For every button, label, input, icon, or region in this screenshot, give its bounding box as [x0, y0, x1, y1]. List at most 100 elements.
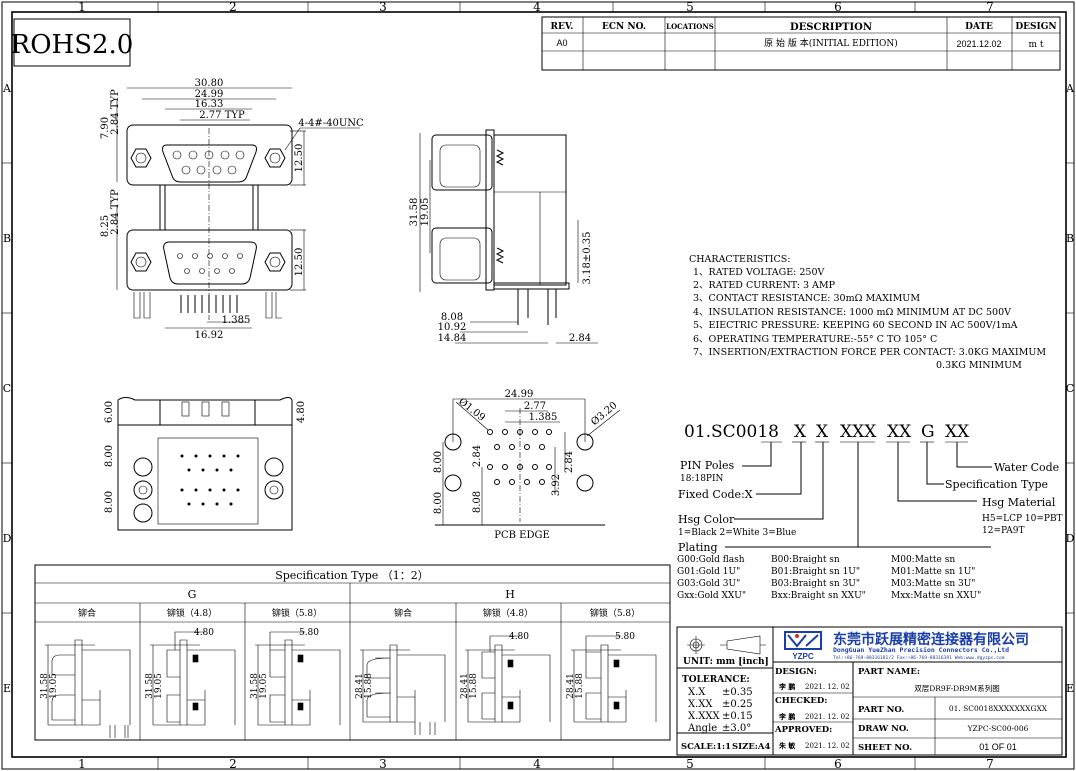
dim-8-08-pcb: 8.08	[472, 491, 483, 513]
spec-dim-top: 5.80	[615, 632, 635, 642]
hsg-material-values: H5=LCP 10=PBT	[982, 514, 1063, 524]
dim-24-99-pcb: 24.99	[505, 389, 534, 400]
dim-31-58: 31.58	[409, 198, 420, 227]
spec-drawing-h-riveted	[360, 644, 446, 735]
svg-text:6: 6	[834, 757, 842, 771]
scale-label: SCALE:1:1	[681, 742, 731, 752]
characteristic-item-cont: 0.3KG MINIMUM	[936, 360, 1022, 371]
spec-drawing-g-riveted	[45, 639, 131, 738]
part-name-label: PART NAME:	[858, 667, 920, 677]
spec-column-header: 铆锁（5.8）	[590, 607, 640, 619]
part-no-label: PART NO.	[858, 705, 904, 715]
tolerance-key: X.XXX	[688, 711, 721, 722]
svg-text:G00:Gold flash: G00:Gold flash	[677, 555, 745, 565]
tolerance-value: ±0.25	[722, 699, 753, 710]
svg-text:7: 7	[986, 757, 994, 771]
svg-text:G01:Gold 1U": G01:Gold 1U"	[677, 567, 740, 577]
hsg-color-values: 1=Black 2=White 3=Blue	[678, 528, 796, 538]
ecn-header: ECN NO.	[602, 22, 646, 32]
dim-2-84: 2.84	[569, 333, 591, 344]
spec-dim-top: 4.80	[509, 632, 529, 642]
svg-text:M00:Matte sn: M00:Matte sn	[891, 555, 955, 565]
hex-nut-icon	[264, 252, 286, 272]
dim-hole-small: Ø1.09	[456, 396, 487, 423]
spec-table-title: Specification Type （1：2）	[275, 569, 429, 582]
part-code-breakdown: 01.SC0018 X X XXX XX G XX PIN Poles 18:1…	[677, 422, 1063, 601]
svg-text:Mxx:Matte sn XXU": Mxx:Matte sn XXU"	[891, 591, 981, 601]
projection-symbol-icon	[687, 635, 766, 655]
revision-table: REV. ECN NO. LOCATIONS DESCRIPTION DATE …	[541, 16, 1061, 71]
dim-16-92: 16.92	[195, 330, 224, 341]
rohs-box	[13, 18, 131, 67]
svg-text:B: B	[1066, 232, 1074, 245]
company-name-cn: 东莞市跃展精密连接器有限公司	[833, 631, 1029, 648]
hex-nut-icon	[130, 252, 152, 272]
tolerance-key: X.XX	[688, 699, 713, 710]
characteristic-item: 4、INSULATION RESISTANCE: 1000 mΩ MINIMUM…	[693, 307, 1011, 318]
spec-drawing-h-lock-58	[571, 635, 657, 723]
spec-column-header: 铆锁（4.8）	[483, 607, 533, 619]
front-view: 30.80 24.99 16.33 2.77 TYP 4-4#-40UNC 1.…	[100, 78, 364, 341]
dim-8-08: 8.08	[441, 312, 463, 323]
spec-dim-inner: 19.05	[49, 673, 59, 699]
spec-group-g: G	[188, 588, 197, 601]
date-value: 2021.12.02	[956, 39, 1001, 49]
characteristic-item: 1、RATED VOLTAGE: 250V	[693, 267, 825, 278]
svg-text:3: 3	[379, 757, 387, 771]
dim-12-50-lower: 12.50	[294, 248, 305, 277]
svg-text:2: 2	[229, 0, 237, 14]
characteristics: CHARACTERISTICS: 1、RATED VOLTAGE: 250V 2…	[689, 254, 1046, 371]
dim-2-84-pcb-left: 2.84	[472, 445, 483, 467]
dim-16-33: 16.33	[195, 99, 224, 110]
rev-header: REV.	[551, 22, 574, 32]
svg-text:B03:Braight sn 3U": B03:Braight sn 3U"	[771, 579, 860, 589]
svg-text:M03:Matte sn 3U": M03:Matte sn 3U"	[891, 579, 975, 589]
dim-1-385: 1.385	[222, 315, 251, 326]
dim-2-84-typ-lower: 2.84 TYP	[110, 189, 121, 235]
checked-date: 2021. 12. 02	[805, 713, 850, 721]
svg-text:4: 4	[533, 757, 541, 771]
svg-text:A: A	[2, 82, 12, 95]
svg-text:5: 5	[686, 0, 694, 14]
spec-dim-top: 5.80	[299, 628, 319, 638]
spec-column-header: 铆锁（5.8）	[272, 607, 322, 619]
dim-3-92-pcb: 3.92	[551, 474, 562, 496]
design-header: DESIGN	[1015, 22, 1056, 32]
svg-text:B: B	[3, 232, 11, 245]
characteristics-title: CHARACTERISTICS:	[689, 254, 790, 265]
svg-text:YZPC: YZPC	[792, 652, 814, 661]
design-label: DESIGN:	[775, 667, 817, 677]
size-label: SIZE:A4	[732, 742, 771, 752]
dim-10-92: 10.92	[438, 322, 467, 333]
company-name-en: DongGuan YueZhan Precision Connectors Co…	[833, 646, 1009, 654]
design-value: m t	[1028, 40, 1043, 50]
tolerance-value: ±0.35	[722, 687, 753, 698]
spec-group-h: H	[505, 588, 515, 601]
part-no-value: 01. SC0018XXXXXXXGXX	[949, 704, 1048, 713]
characteristic-item: 5、EIECTRIC PRESSURE: KEEPING 60 SECOND I…	[693, 320, 1018, 331]
dim-3-18: 3.18±0.35	[582, 232, 593, 285]
spec-column-header: 铆合	[78, 607, 96, 619]
dim-14-84: 14.84	[438, 333, 467, 344]
spec-dim-inner: 15.88	[575, 673, 585, 699]
spec-type-table: Specification Type （1：2） G H 铆合 铆锁（4.8） …	[34, 564, 671, 741]
design-date: 2021. 12. 02	[805, 683, 850, 691]
svg-text:1: 1	[78, 757, 86, 771]
sheet-no-value: 01 OF 01	[979, 742, 1017, 752]
characteristic-item: 6、OPERATING TEMPERATURE:-55° C TO 105° C	[693, 334, 937, 345]
dim-4-80: 4.80	[296, 401, 307, 423]
checked-signature: 李 鹏	[778, 712, 795, 721]
dim-7-90: 7.90	[100, 117, 111, 139]
dim-8-00-lower: 8.00	[104, 491, 115, 513]
dim-24-99: 24.99	[195, 89, 224, 100]
title-block: UNIT: mm [inch] TOLERANCE: X.X±0.35 X.XX…	[676, 626, 1063, 756]
svg-text:5: 5	[686, 757, 694, 771]
hsg-color-label: Hsg Color	[678, 513, 735, 526]
pin-poles-label: PIN Poles	[680, 459, 734, 472]
code-color: X	[816, 422, 829, 442]
company-logo: YZPC	[784, 631, 822, 661]
